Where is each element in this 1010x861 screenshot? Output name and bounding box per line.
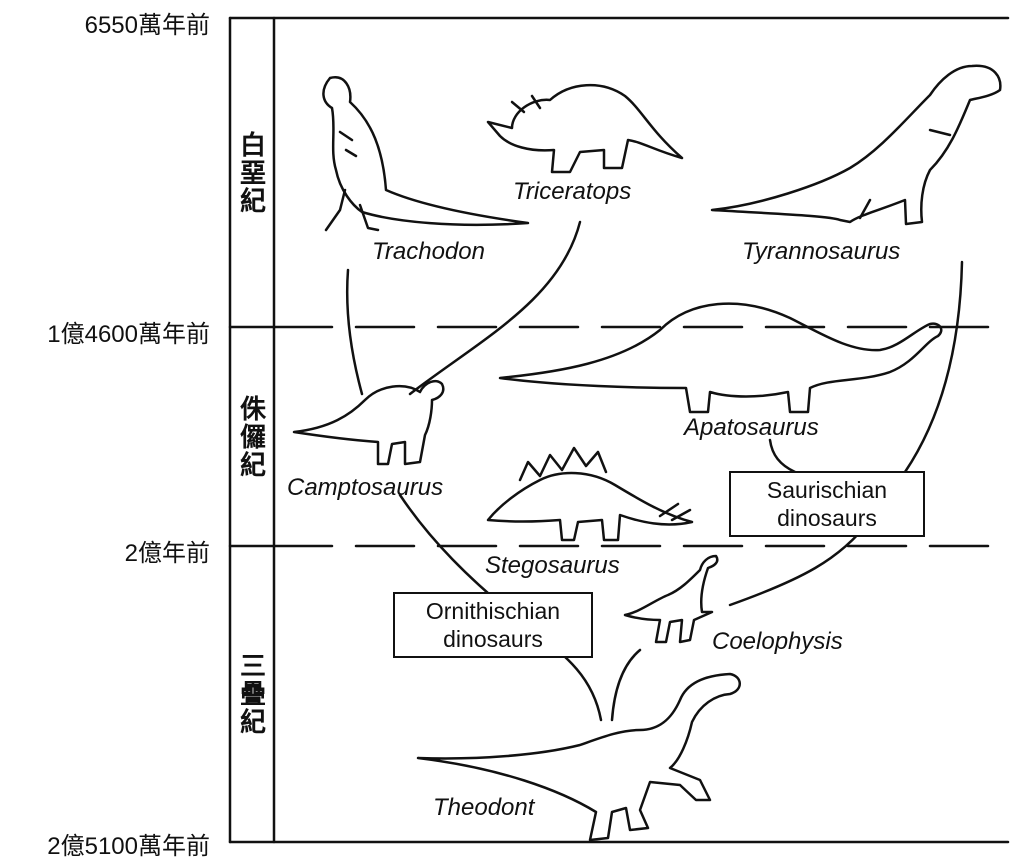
timeline-label-251ma: 2億5100萬年前: [47, 826, 210, 861]
label-stegosaurus: Stegosaurus: [485, 552, 620, 580]
lineage-apatosaurus-to-saurischians: [770, 440, 795, 472]
ornithischian-dinosaurs-box: Ornithischian dinosaurs: [393, 592, 593, 658]
label-trachodon: Trachodon: [372, 238, 485, 266]
lineage-theodont-to-coelophysis: [612, 650, 640, 720]
period-triassic: 三疊紀: [230, 546, 274, 842]
period-cretaceous: 白堊紀: [230, 18, 274, 327]
trachodon-figure: [323, 77, 528, 230]
timeline-label-200ma: 2億年前: [125, 533, 210, 568]
label-tyrannosaurus: Tyrannosaurus: [742, 238, 900, 266]
period-jurassic-label: 侏儸紀: [234, 395, 271, 479]
ornithischian-label-line2: dinosaurs: [401, 625, 585, 653]
saurischian-label-line1: Saurischian: [737, 476, 917, 504]
saurischian-dinosaurs-box: Saurischian dinosaurs: [729, 471, 925, 537]
label-camptosaurus: Camptosaurus: [287, 474, 443, 502]
stegosaurus-figure: [488, 448, 692, 540]
coelophysis-figure: [625, 556, 717, 642]
apatosaurus-figure: [500, 304, 941, 412]
lineage-saurischians-to-tyrannosaurus: [905, 262, 962, 472]
label-theodont: Theodont: [433, 794, 534, 822]
label-coelophysis: Coelophysis: [712, 628, 843, 656]
timeline-label-65.5ma: 6550萬年前: [85, 5, 210, 40]
period-cretaceous-label: 白堊紀: [234, 131, 271, 215]
timeline-label-146ma: 1億4600萬年前: [47, 314, 210, 349]
ornithischian-label-line1: Ornithischian: [401, 597, 585, 625]
label-triceratops: Triceratops: [513, 178, 631, 206]
period-triassic-label: 三疊紀: [234, 652, 271, 736]
lineage-camptosaurus-to-trachodon: [347, 270, 362, 394]
period-jurassic: 侏儸紀: [230, 327, 274, 546]
triceratops-figure: [488, 85, 682, 172]
tyrannosaurus-figure: [712, 66, 1000, 224]
saurischian-label-line2: dinosaurs: [737, 504, 917, 532]
camptosaurus-figure: [294, 381, 443, 464]
label-apatosaurus: Apatosaurus: [684, 414, 819, 442]
